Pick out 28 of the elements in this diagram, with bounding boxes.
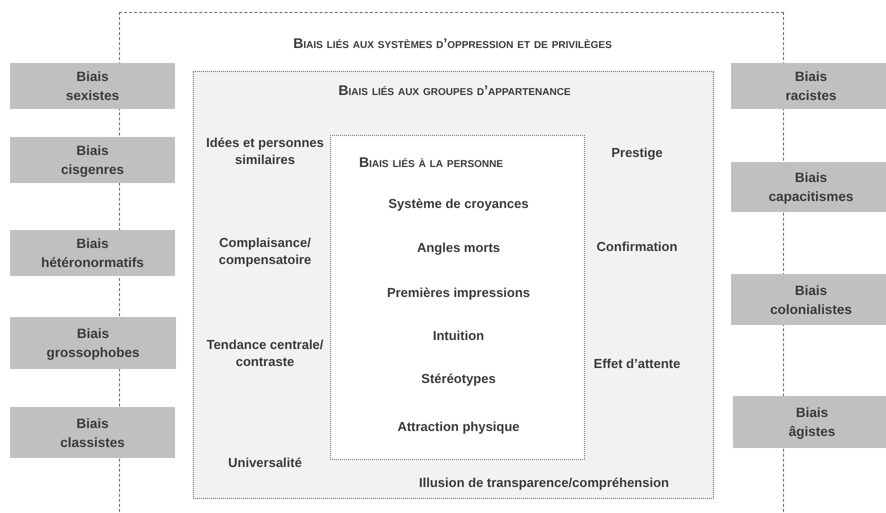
bias-label: Intuition [432,327,486,344]
bias-label: Complaisance/ compensatoire [218,234,312,268]
bias-label: Confirmation [596,238,678,255]
bias-label: Effet d’attente [592,355,682,372]
group-panel [193,71,714,499]
bias-box: Biais classistes [10,407,175,458]
bias-label: Tendance centrale/ contraste [206,336,324,370]
bias-box: Biais colonialistes [731,274,886,325]
section-heading: Biais liés à la personne [359,154,504,171]
bias-label: Stéréotypes [420,370,497,387]
section-heading: Biais liés aux groupes d’appartenance [337,82,572,99]
bias-label: Prestige [610,144,664,161]
bias-label: Idées et personnes similaires [206,134,324,168]
bias-box: Biais capacitismes [731,162,886,212]
person-panel [330,135,585,460]
bias-box: Biais hétéronormatifs [10,230,175,276]
bias-label: Universalité [227,454,303,471]
bias-box: Biais cisgenres [10,137,175,183]
bias-box: Biais sexistes [10,63,175,109]
bias-box: Biais âgistes [733,396,886,448]
section-heading: Biais liés aux systèmes d’oppression et de privilèges [292,35,613,52]
bias-label: Angles morts [416,239,502,256]
bias-label: Attraction physique [396,418,521,435]
bias-box: Biais racistes [731,63,886,109]
bias-label: Premières impressions [386,284,532,301]
bias-label: Système de croyances [387,195,530,212]
bias-label: Illusion de transparence/compréhension [418,474,670,491]
bias-box: Biais grossophobes [10,317,176,369]
